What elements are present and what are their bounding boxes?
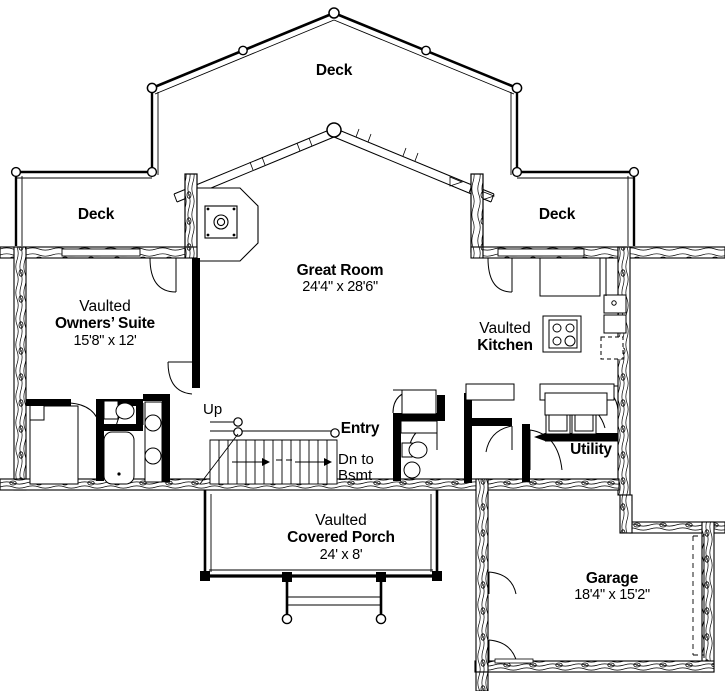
fireplace	[196, 187, 259, 262]
stair-up-text: Up	[203, 401, 223, 418]
interior-walls	[26, 258, 618, 483]
stair-down-text-line2: Bsmt	[338, 466, 373, 484]
room-name: Kitchen	[477, 337, 533, 355]
room-label-owners-suite: Vaulted Owners’ Suite 15'8" x 12'	[55, 298, 155, 349]
room-vaulted-note: Vaulted	[479, 320, 531, 337]
room-label-deck-top: Deck	[316, 62, 352, 79]
room-name: Covered Porch	[287, 529, 395, 547]
bath-fixtures	[29, 400, 163, 485]
room-dimensions: 24' x 8'	[319, 546, 363, 563]
garage-door	[692, 534, 705, 658]
room-name: Deck	[315, 62, 353, 79]
stairs	[199, 417, 340, 485]
room-dimensions: 15'8" x 12'	[73, 332, 137, 349]
stair-up-annotation: Up	[203, 401, 223, 419]
stair-down-annotation: Dn to Bsmt	[338, 452, 374, 484]
garage-service-door	[488, 639, 534, 664]
room-name: Great Room	[296, 262, 384, 279]
room-label-deck-left: Deck	[78, 206, 114, 223]
stair-down-text-line1: Dn to	[338, 451, 374, 468]
kitchen-fixtures	[401, 258, 627, 415]
room-label-garage: Garage 18'4" x 15'2"	[574, 570, 650, 604]
room-name: Garage	[585, 570, 639, 587]
room-label-great-room: Great Room 24'4" x 28'6"	[297, 262, 384, 296]
room-vaulted-note: Vaulted	[79, 298, 131, 315]
room-name: Utility	[570, 441, 612, 458]
left-deck-railing	[10, 166, 158, 246]
garage-to-house-door	[488, 571, 517, 595]
exterior-walls	[0, 246, 725, 691]
upper-deck-railing	[146, 7, 523, 175]
powder-room-fixtures	[400, 420, 438, 479]
room-label-covered-porch: Vaulted Covered Porch 24' x 8'	[287, 512, 395, 563]
room-vaulted-note: Vaulted	[315, 512, 367, 529]
room-name: Deck	[538, 206, 576, 223]
room-name: Deck	[77, 206, 115, 223]
utility-fixtures	[534, 392, 618, 442]
right-deck-railing	[511, 166, 640, 246]
room-label-deck-right: Deck	[539, 206, 575, 223]
room-label-entry: Entry	[341, 420, 380, 437]
room-label-kitchen: Vaulted Kitchen	[477, 320, 533, 355]
room-label-utility: Utility	[570, 441, 612, 458]
porch-steps-railing	[281, 572, 387, 625]
room-name: Entry	[340, 420, 380, 437]
room-name: Owners’ Suite	[55, 315, 155, 333]
covered-porch	[200, 490, 442, 581]
room-dimensions: 18'4" x 15'2"	[574, 587, 650, 604]
room-dimensions: 24'4" x 28'6"	[302, 279, 378, 296]
misc-outlines	[25, 258, 630, 522]
